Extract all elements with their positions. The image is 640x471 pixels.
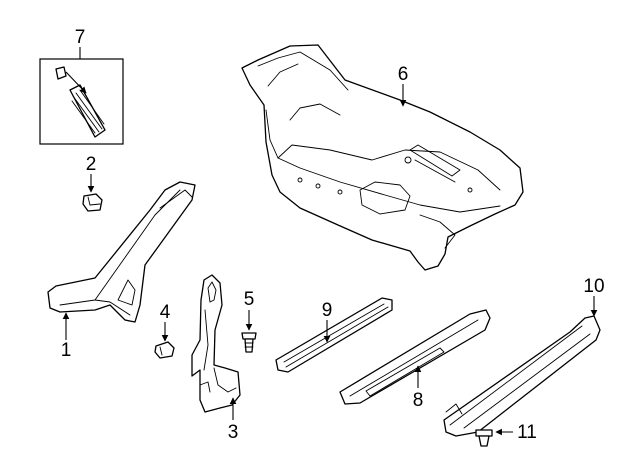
callout-6: 6	[398, 64, 409, 85]
callout-5: 5	[244, 289, 255, 310]
part-11-retainer	[475, 428, 513, 447]
part-2-clip	[82, 174, 103, 212]
callout-11: 11	[517, 422, 537, 443]
part-6-carpet	[241, 44, 524, 271]
callout-7: 7	[75, 27, 86, 48]
part-1-pillar-trim	[47, 181, 196, 340]
callout-10: 10	[583, 276, 604, 297]
part-7-inset	[39, 47, 124, 145]
callout-2: 2	[86, 154, 97, 175]
callout-9: 9	[322, 300, 333, 321]
part-4-clip	[154, 322, 175, 359]
part-3-b-pillar-trim	[191, 274, 241, 420]
part-8-scuff-plate	[339, 309, 491, 405]
callout-3: 3	[228, 422, 239, 443]
part-5-push-pin	[241, 310, 257, 353]
callout-4: 4	[160, 302, 171, 323]
callout-1: 1	[61, 340, 72, 361]
part-10-rocker-trim	[443, 296, 601, 437]
part-9-sill-plate	[275, 297, 393, 373]
callout-8: 8	[413, 390, 424, 411]
